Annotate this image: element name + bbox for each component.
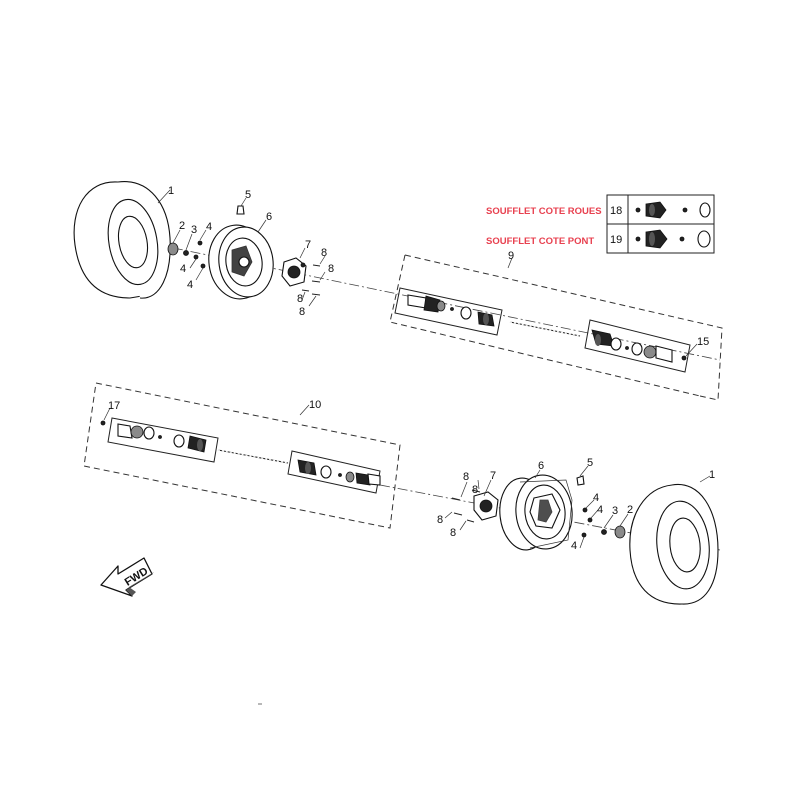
callout-7-rear: 7 bbox=[490, 470, 496, 482]
callout-6-rear: 6 bbox=[538, 460, 544, 472]
callout-7-front: 7 bbox=[305, 239, 311, 251]
boot-legend: SOUFFLET COTE ROUES SOUFFLET COTE PONT 1… bbox=[486, 194, 715, 254]
callout-1-front: 1 bbox=[168, 185, 174, 197]
callout-15: 15 bbox=[697, 336, 709, 348]
legend-number-18: 18 bbox=[610, 205, 622, 217]
front-driveshaft-kit bbox=[389, 254, 723, 401]
callout-8b-front: 8 bbox=[328, 263, 334, 275]
rear-nut bbox=[614, 525, 626, 539]
rear-hub bbox=[473, 491, 499, 521]
legend-label-wheel-side: SOUFFLET COTE ROUES bbox=[486, 206, 602, 217]
rear-valve bbox=[576, 475, 585, 486]
callout-4a-rear: 4 bbox=[593, 492, 599, 504]
front-tire bbox=[73, 181, 171, 299]
front-driveshaft-outer-box bbox=[584, 319, 691, 373]
callout-4b-rear: 4 bbox=[597, 504, 603, 516]
front-nut bbox=[167, 242, 179, 256]
rear-driveshaft-outer-box bbox=[107, 417, 219, 463]
callout-4c-rear: 4 bbox=[571, 540, 577, 552]
front-rim bbox=[208, 224, 274, 300]
front-driveshaft-inner-box bbox=[394, 287, 503, 336]
callout-9: 9 bbox=[508, 250, 514, 262]
rear-washer bbox=[601, 529, 607, 535]
callout-4b-front: 4 bbox=[180, 263, 186, 275]
callout-8a-rear: 8 bbox=[463, 471, 469, 483]
callout-1-rear: 1 bbox=[709, 469, 715, 481]
front-wheel-assembly bbox=[73, 181, 721, 361]
callout-8b-rear: 8 bbox=[472, 484, 478, 496]
callout-3-rear: 3 bbox=[612, 505, 618, 517]
front-bolts bbox=[301, 264, 321, 296]
callout-8c-rear: 8 bbox=[437, 514, 443, 526]
callout-10: 10 bbox=[309, 399, 321, 411]
callout-5-front: 5 bbox=[245, 189, 251, 201]
front-hub bbox=[281, 257, 307, 287]
fwd-direction-arrow: FWD bbox=[100, 557, 154, 597]
callout-8d-front: 8 bbox=[299, 306, 305, 318]
rear-wheel-assembly bbox=[379, 465, 721, 605]
legend-number-19: 19 bbox=[610, 234, 622, 246]
rear-bolts bbox=[451, 489, 481, 523]
callout-4c-front: 4 bbox=[187, 279, 193, 291]
rear-rim bbox=[499, 474, 573, 551]
callout-2-front: 2 bbox=[179, 220, 185, 232]
callout-2-rear: 2 bbox=[627, 504, 633, 516]
callout-3-front: 3 bbox=[191, 224, 197, 236]
boot-kit-wheel-side-icon bbox=[635, 201, 711, 219]
callout-8c-front: 8 bbox=[297, 293, 303, 305]
rear-driveshaft-inner-box bbox=[287, 450, 381, 494]
callout-8a-front: 8 bbox=[321, 247, 327, 259]
rear-driveshaft-kit bbox=[83, 382, 401, 529]
callout-4a-front: 4 bbox=[206, 221, 212, 233]
callout-17: 17 bbox=[108, 400, 120, 412]
legend-label-axle-side: SOUFFLET COTE PONT bbox=[486, 236, 594, 247]
front-valve bbox=[236, 205, 245, 215]
rear-tire bbox=[629, 483, 719, 605]
callout-5-rear: 5 bbox=[587, 457, 593, 469]
front-washer bbox=[183, 250, 189, 256]
callout-8d-rear: 8 bbox=[450, 527, 456, 539]
boot-kit-axle-side-icon bbox=[635, 229, 711, 249]
callout-6-front: 6 bbox=[266, 211, 272, 223]
